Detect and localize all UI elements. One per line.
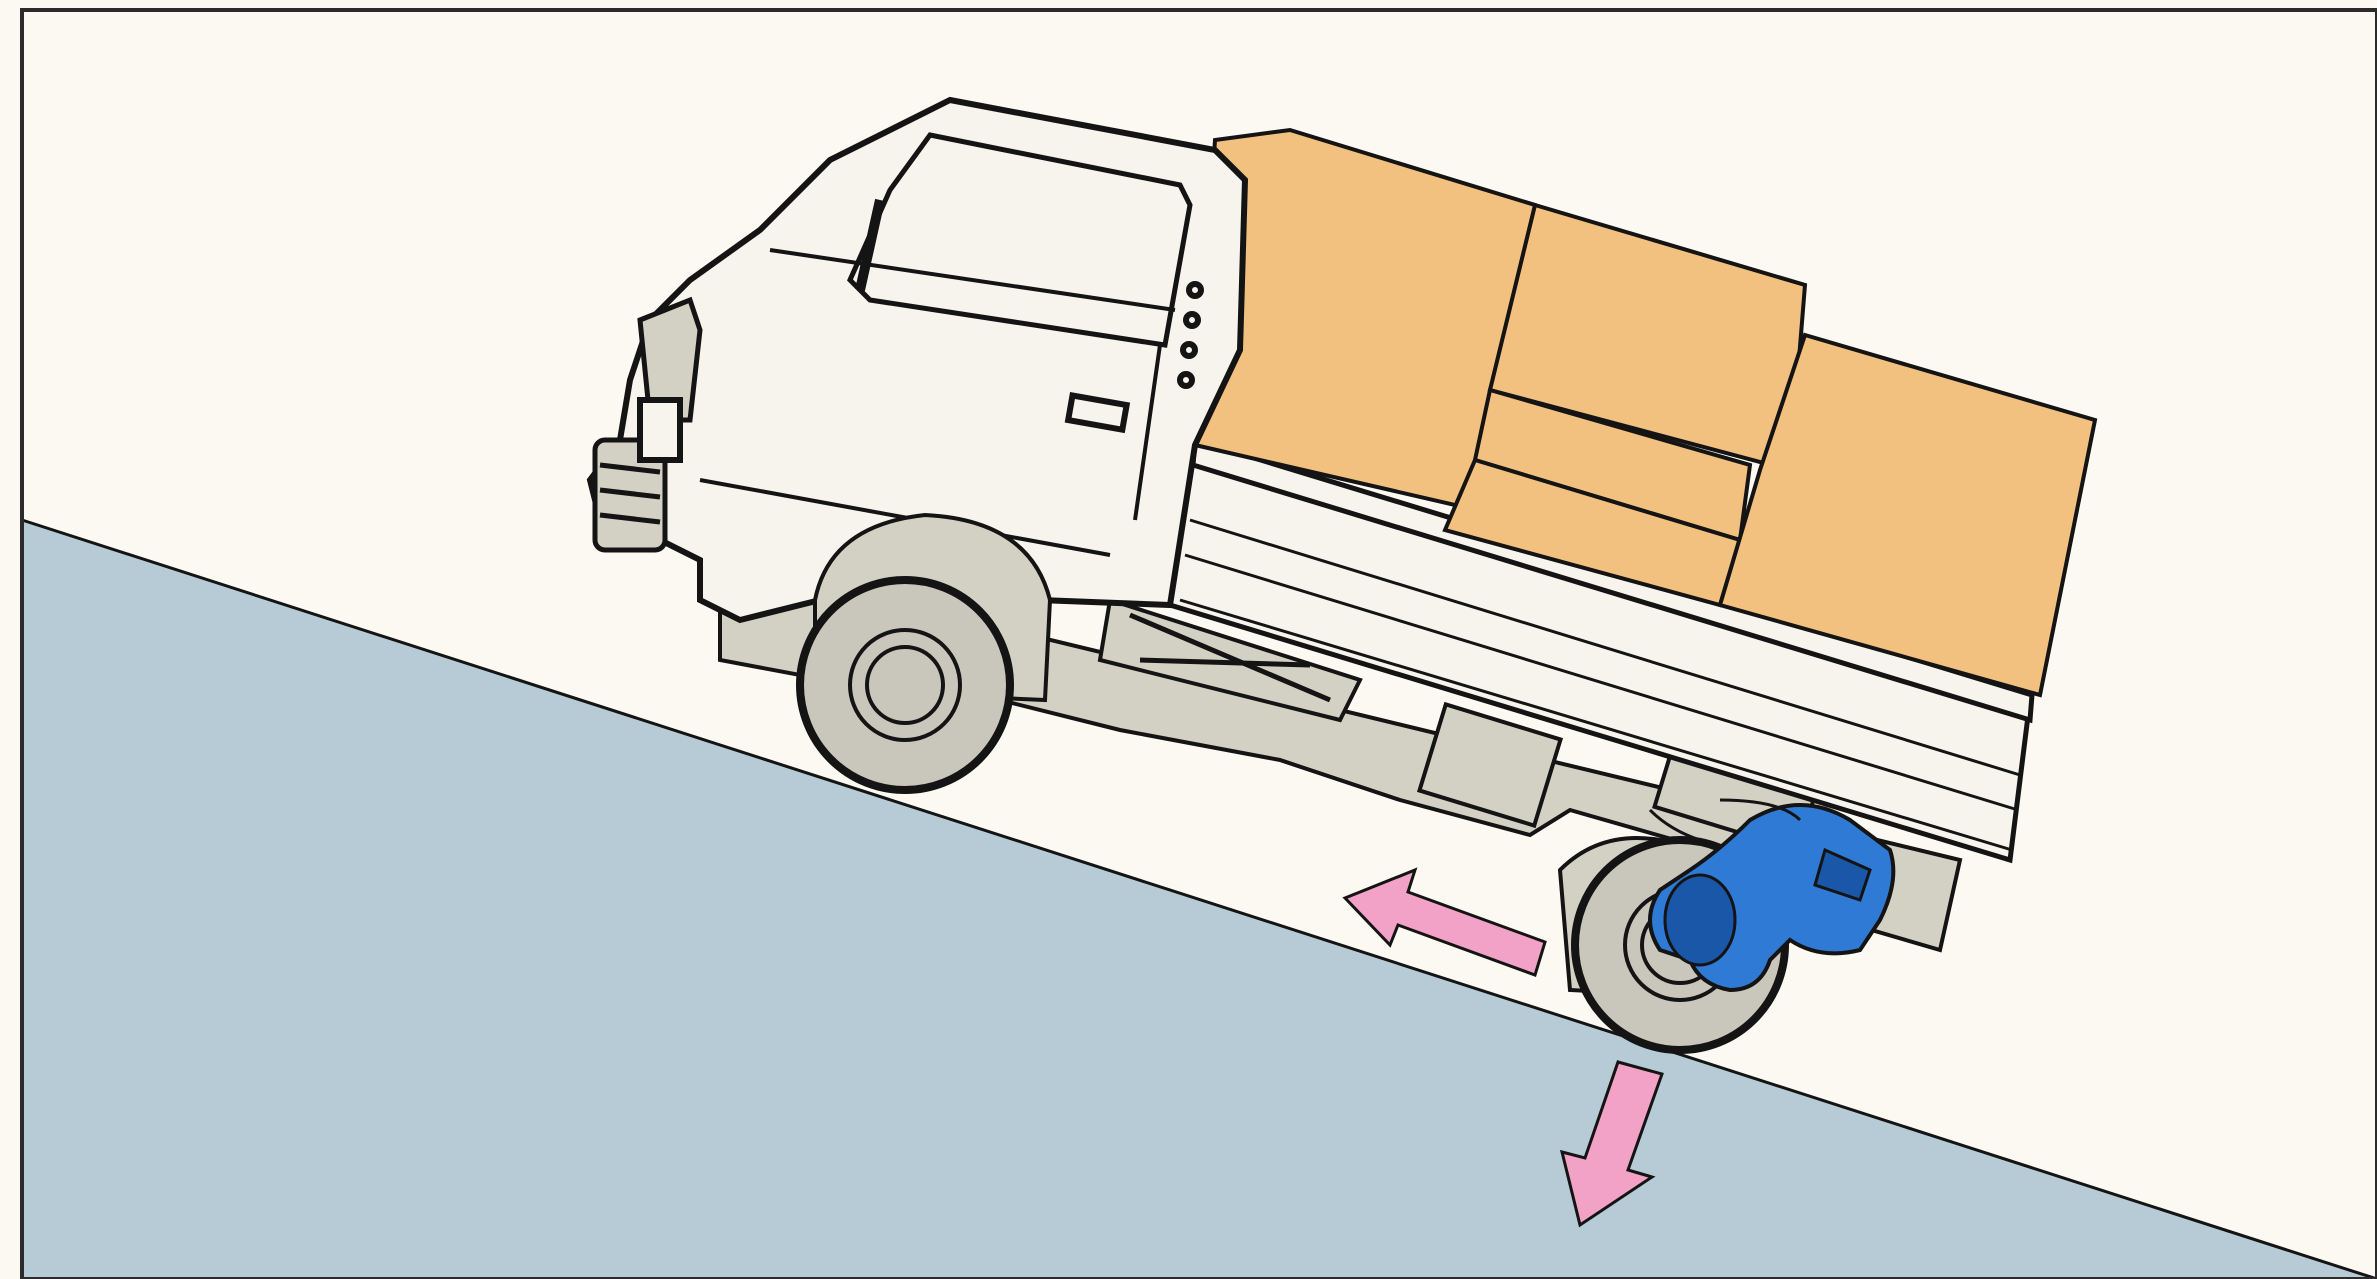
truck-on-slope-illustration: [0, 0, 2377, 1279]
illustration: [0, 0, 2377, 1279]
